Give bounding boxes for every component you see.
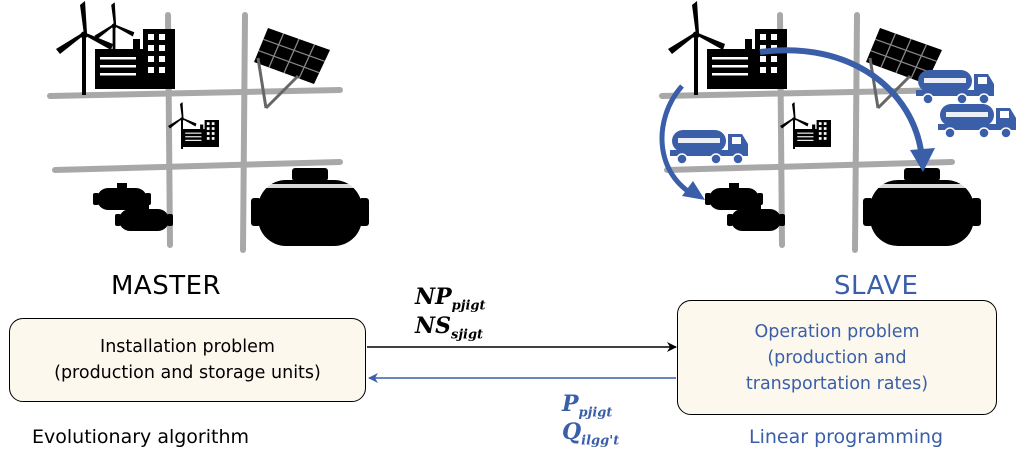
factory-icon xyxy=(95,29,175,89)
master-box-line-1: Installation problem xyxy=(100,337,275,357)
flow-arrow-left xyxy=(659,84,698,199)
factory-icon xyxy=(707,29,787,89)
road-grid xyxy=(47,12,343,253)
large-tank-icon xyxy=(251,168,369,246)
forward-var-ns: NSsjigt xyxy=(415,313,484,343)
master-scene xyxy=(47,1,369,253)
tanker-truck-icon xyxy=(915,69,995,105)
large-tank-icon xyxy=(863,168,981,246)
tanker-truck-icon xyxy=(937,103,1017,139)
back-var-q: Qilgg't xyxy=(562,419,620,449)
forward-var-np: NPpjigt xyxy=(415,284,486,314)
factory-icon xyxy=(183,120,219,147)
slave-scene xyxy=(659,1,1017,253)
solar-panel-icon xyxy=(252,26,332,110)
flow-arrow-right xyxy=(759,47,925,159)
factory-icon xyxy=(795,120,831,147)
slave-box: Operation problem (production and transp… xyxy=(677,300,997,415)
slave-box-line-3: transportation rates) xyxy=(745,373,929,394)
slave-title: SLAVE xyxy=(834,271,919,301)
master-box: Installation problem (production and sto… xyxy=(9,318,366,402)
slave-box-line-1: Operation problem xyxy=(754,321,920,342)
master-title: MASTER xyxy=(111,271,222,301)
slave-box-line-2: (production and xyxy=(767,347,907,368)
back-var-p: Ppjigt xyxy=(562,391,613,421)
master-caption: Evolutionary algorithm xyxy=(32,426,250,448)
tanker-truck-icon xyxy=(669,129,749,165)
slave-caption: Linear programming xyxy=(749,426,944,448)
master-box-line-2: (production and storage units) xyxy=(54,363,321,383)
